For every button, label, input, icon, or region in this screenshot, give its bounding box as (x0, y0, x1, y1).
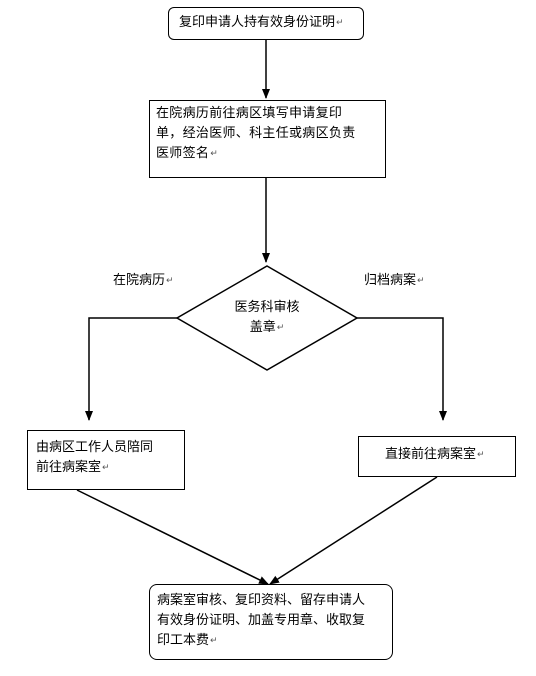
step2-box: 在院病历前往病区填写申请复印 单，经治医师、科主任或病区负责 医师签名↵ (149, 100, 386, 178)
decision-text: 医务科审核 盖章↵ (217, 298, 317, 338)
arrow-decision-to-left-box (85, 317, 177, 421)
paragraph-mark-icon: ↵ (477, 450, 485, 460)
step2-line: 单，经治医师、科主任或病区负责 (156, 126, 356, 141)
decision-line: 盖章 (249, 320, 276, 335)
arrow-left-box-to-final (76, 489, 269, 585)
left-branch-box: 由病区工作人员陪同 前往病案室↵ (27, 430, 185, 490)
branch-left-label-text: 在院病历 (113, 273, 166, 288)
final-line: 有效身份证明、加盖专用章、收取复 (157, 613, 366, 628)
paragraph-mark-icon: ↵ (336, 18, 344, 28)
paragraph-mark-icon: ↵ (210, 149, 219, 159)
right-box-text: 直接前往病案室 (385, 447, 477, 462)
decision-diamond (175, 265, 359, 371)
step2-line: 医师签名 (156, 146, 210, 161)
final-line: 印工本费 (157, 633, 210, 648)
paragraph-mark-icon: ↵ (210, 636, 218, 646)
paragraph-mark-icon: ↵ (166, 276, 174, 286)
final-line: 病案室审核、复印资料、留存申请人 (157, 593, 366, 608)
right-branch-box: 直接前往病案室↵ (358, 436, 516, 477)
left-box-line: 由病区工作人员陪同 (36, 440, 154, 455)
paragraph-mark-icon: ↵ (102, 463, 110, 473)
step2-line: 在院病历前往病区填写申请复印 (156, 106, 343, 121)
paragraph-mark-icon: ↵ (276, 323, 285, 333)
left-box-line: 前往病案室 (36, 460, 102, 475)
arrow-right-box-to-final (269, 476, 438, 585)
branch-left-label: 在院病历↵ (113, 272, 174, 290)
decision-line: 医务科审核 (234, 300, 300, 315)
step1-text: 复印申请人持有效身份证明 (179, 15, 336, 30)
step1-box: 复印申请人持有效身份证明↵ (168, 7, 364, 40)
arrow-decision-to-right-box (357, 317, 447, 421)
branch-right-label-text: 归档病案 (364, 273, 417, 288)
final-box: 病案室审核、复印资料、留存申请人 有效身份证明、加盖专用章、收取复 印工本费↵ (149, 584, 393, 660)
branch-right-label: 归档病案↵ (364, 272, 425, 290)
paragraph-mark-icon: ↵ (417, 276, 425, 286)
